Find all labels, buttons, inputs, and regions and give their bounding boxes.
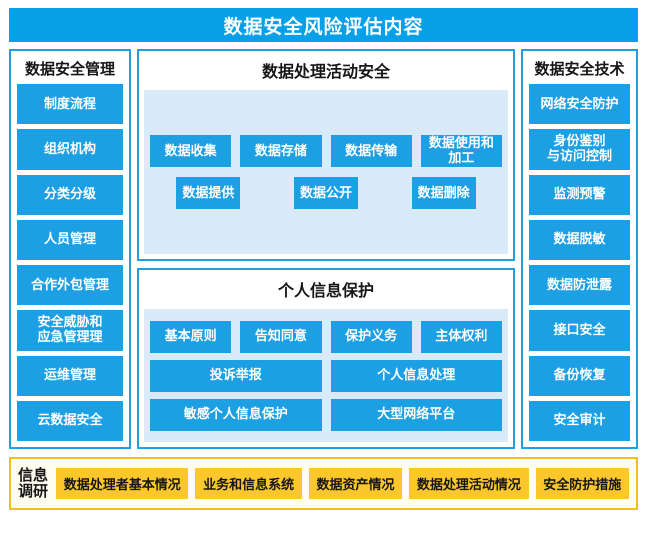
panel-1-row-1-item-1[interactable]: 个人信息处理 [330,359,502,392]
panel-0-title: 数据处理活动安全 [139,51,513,90]
panel-data-processing-activity-security: 数据处理活动安全 数据收集 数据存储 数据传输 数据使用和加工 数据提供 数据公… [137,49,515,261]
right-item-2[interactable]: 监测预警 [529,174,630,215]
panel-personal-information-protection: 个人信息保护 基本原则 告知同意 保护义务 主体权利 投诉举报 个人信息处理 敏… [137,268,515,449]
page-title: 数据安全风险评估内容 [9,8,638,42]
right-item-0[interactable]: 网络安全防护 [529,84,630,125]
left-column-title: 数据安全管理 [24,61,115,78]
panel-1-row-2: 敏感个人信息保护 大型网络平台 [150,398,502,431]
panel-1-row-0-item-1[interactable]: 告知同意 [240,320,322,353]
survey-item-4[interactable]: 安全防护措施 [535,468,629,499]
left-item-7[interactable]: 云数据安全 [17,400,123,441]
right-column-data-security-technology: 数据安全技术 网络安全防护 身份鉴别 与访问控制 监测预警 数据脱敏 数据防泄露… [521,49,638,449]
panel-0-row-0-item-0[interactable]: 数据收集 [150,135,232,167]
survey-item-0[interactable]: 数据处理者基本情况 [56,468,189,499]
panel-1-row-0-item-2[interactable]: 保护义务 [330,320,412,353]
left-item-3[interactable]: 人员管理 [17,219,123,260]
panel-0-body: 数据收集 数据存储 数据传输 数据使用和加工 数据提供 数据公开 数据删除 [144,90,508,254]
left-column-data-security-management: 数据安全管理 制度流程 组织机构 分类分级 人员管理 合作外包管理 安全威胁和 … [9,49,131,449]
left-item-1[interactable]: 组织机构 [17,129,123,170]
panel-1-row-1-item-0[interactable]: 投诉举报 [150,359,322,392]
panel-0-row-0-item-1[interactable]: 数据存储 [240,135,322,167]
panel-0-row-0-item-2[interactable]: 数据传输 [330,135,412,167]
panel-0-row-1-item-1[interactable]: 数据公开 [293,177,358,209]
panel-1-row-0-item-3[interactable]: 主体权利 [420,320,502,353]
left-column-items: 制度流程 组织机构 分类分级 人员管理 合作外包管理 安全威胁和 应急管理理 运… [17,84,123,441]
left-item-0[interactable]: 制度流程 [17,84,123,125]
panel-0-row-1-item-0[interactable]: 数据提供 [176,177,241,209]
right-item-3[interactable]: 数据脱敏 [529,219,630,260]
left-item-4[interactable]: 合作外包管理 [17,265,123,306]
main-columns: 数据安全管理 制度流程 组织机构 分类分级 人员管理 合作外包管理 安全威胁和 … [9,49,638,449]
panel-1-row-2-item-1[interactable]: 大型网络平台 [330,398,502,431]
survey-item-2[interactable]: 数据资产情况 [308,468,403,499]
information-survey-label: 信息 调研 [18,466,49,500]
right-item-6[interactable]: 备份恢复 [529,355,630,396]
panel-1-row-0: 基本原则 告知同意 保护义务 主体权利 [150,320,502,353]
right-item-1[interactable]: 身份鉴别 与访问控制 [529,129,630,170]
left-item-5[interactable]: 安全威胁和 应急管理理 [17,310,123,351]
panel-1-body: 基本原则 告知同意 保护义务 主体权利 投诉举报 个人信息处理 敏感个人信息保护… [144,309,508,442]
panel-1-title: 个人信息保护 [139,270,513,309]
right-column-items: 网络安全防护 身份鉴别 与访问控制 监测预警 数据脱敏 数据防泄露 接口安全 备… [529,84,630,441]
panel-1-row-2-item-0[interactable]: 敏感个人信息保护 [150,398,322,431]
right-item-5[interactable]: 接口安全 [529,310,630,351]
panel-1-row-0-item-0[interactable]: 基本原则 [150,320,232,353]
panel-1-row-1: 投诉举报 个人信息处理 [150,359,502,392]
panel-0-row-1: 数据提供 数据公开 数据删除 [150,177,502,209]
center-column: 数据处理活动安全 数据收集 数据存储 数据传输 数据使用和加工 数据提供 数据公… [137,49,515,449]
right-column-title: 数据安全技术 [534,61,625,78]
panel-0-row-0: 数据收集 数据存储 数据传输 数据使用和加工 [150,135,502,167]
left-item-2[interactable]: 分类分级 [17,174,123,215]
panel-0-row-1-item-2[interactable]: 数据删除 [411,177,476,209]
survey-item-1[interactable]: 业务和信息系统 [195,468,302,499]
left-item-6[interactable]: 运维管理 [17,355,123,396]
panel-0-row-0-item-3[interactable]: 数据使用和加工 [420,135,502,167]
survey-item-3[interactable]: 数据处理活动情况 [409,468,529,499]
right-item-7[interactable]: 安全审计 [529,400,630,441]
information-survey-bar: 信息 调研 数据处理者基本情况 业务和信息系统 数据资产情况 数据处理活动情况 … [9,457,638,510]
right-item-4[interactable]: 数据防泄露 [529,265,630,306]
